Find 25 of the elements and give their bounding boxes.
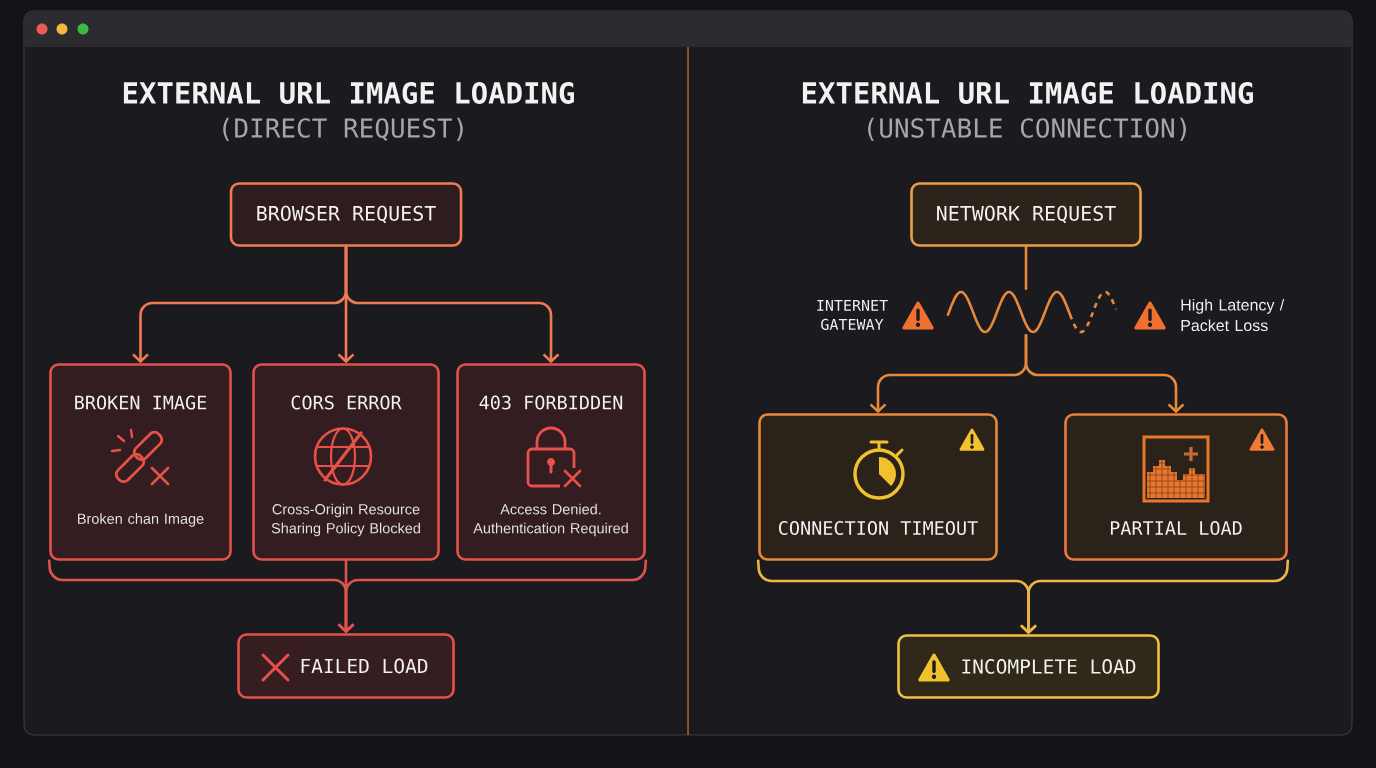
card-title: BROKEN IMAGE	[75, 395, 207, 410]
card-title: PARTIAL LOAD	[1110, 521, 1242, 535]
arrow	[1024, 333, 1185, 414]
status-card	[758, 413, 998, 561]
result-box: FAILED LOAD	[237, 633, 455, 699]
status-card	[1064, 413, 1288, 561]
card-title: CONNECTION TIMEOUT	[779, 521, 978, 535]
panel-subtitle: (UNSTABLE CONNECTION)	[868, 117, 1186, 141]
card-description: Access Denied. Authentication Required	[473, 503, 628, 537]
arrow	[344, 245, 560, 364]
request-box: BROWSER REQUEST	[229, 182, 463, 247]
side-label: INTERNET GATEWAY	[817, 299, 888, 331]
result-box: INCOMPLETE LOAD	[897, 634, 1160, 699]
error-card	[252, 363, 440, 561]
card-description: Broken chan Image	[78, 513, 204, 527]
request-box: NETWORK REQUEST	[910, 182, 1142, 247]
error-card	[49, 363, 232, 561]
error-card	[456, 363, 646, 561]
panel-title: EXTERNAL URL IMAGE LOADING	[802, 82, 1253, 104]
card-title: 403 FORBIDDEN	[479, 395, 623, 410]
card-title: CORS ERROR	[291, 395, 402, 410]
card-description: Cross-Origin Resource Sharing Policy Blocked	[271, 503, 420, 537]
panel-subtitle: (DIRECT REQUEST)	[223, 117, 463, 141]
panel-title: EXTERNAL URL IMAGE LOADING	[123, 82, 574, 104]
side-label: High Latency / Packet Loss	[1181, 298, 1285, 332]
